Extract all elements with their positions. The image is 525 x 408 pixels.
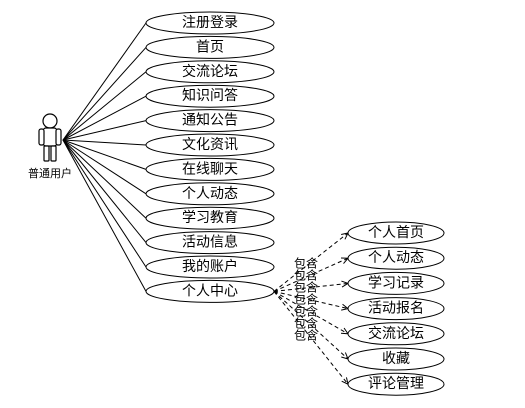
association-line [62,47,147,141]
use-case: 通知公告 [145,109,275,133]
use-case-label: 通知公告 [182,112,238,129]
sub-use-case: 学习记录 [347,271,445,295]
use-case-ellipse [145,279,275,303]
association-line [62,139,147,170]
person-icon [38,113,62,162]
use-case-ellipse [145,60,275,84]
use-case-ellipse [145,157,275,181]
use-case-label: 我的账户 [182,258,238,275]
use-case: 注册登录 [145,11,275,35]
use-case-label: 注册登录 [182,15,238,31]
use-case: 知识问答 [145,84,275,108]
use-case-label: 交流论坛 [182,63,238,80]
include-arrowhead [340,257,350,264]
actor-label: 普通用户 [28,166,72,180]
use-case-ellipse [145,109,275,133]
association-line [62,71,147,141]
use-case: 个人动态 [145,182,275,206]
association-line [62,139,147,243]
sub-use-case-label: 收藏 [382,351,410,367]
use-case-label: 首页 [196,39,224,55]
use-case-label: 学习教育 [182,210,238,226]
use-case: 首页 [145,35,275,59]
use-case: 活动信息 [145,231,275,255]
use-case: 我的账户 [145,255,275,279]
include-relation-line [273,291,349,385]
include-label: 包含 [294,315,318,330]
use-case-label: 个人动态 [182,186,238,202]
include-relation-line [273,282,349,292]
sub-use-case-label: 学习记录 [368,275,424,291]
include-label: 包含 [294,267,318,282]
sub-use-case: 活动报名 [347,297,445,321]
use-case-label: 个人中心 [182,283,238,299]
association-line [62,95,147,141]
sub-use-case: 个人首页 [347,221,445,245]
sub-use-case-label: 个人首页 [368,225,424,241]
use-case-ellipse [145,35,275,59]
association-line [62,139,147,268]
include-label: 包含 [294,291,318,306]
use-case-label: 活动信息 [182,234,238,251]
sub-use-case: 交流论坛 [347,322,445,346]
sub-use-case-ellipse [347,297,445,321]
sub-use-case-ellipse [347,271,445,295]
association-line [62,22,147,141]
use-case-ellipse [145,182,275,206]
include-arrowhead [341,303,350,311]
use-case: 学习教育 [145,206,275,230]
use-case-ellipse [145,133,275,157]
include-label: 包含 [294,303,318,318]
use-case: 在线聊天 [145,157,275,181]
sub-use-case-label: 活动报名 [368,301,424,317]
association-line [62,139,147,292]
association-line [62,120,147,141]
sub-use-case-ellipse [347,347,445,371]
use-case-ellipse [145,255,275,279]
use-case-ellipse [145,11,275,35]
include-relation-line [273,290,349,335]
association-line [62,139,147,195]
association-line [62,139,147,146]
include-label: 包含 [294,255,318,270]
use-case-label: 在线聊天 [182,161,238,177]
use-case-ellipse [145,206,275,230]
sub-use-case-label: 交流论坛 [368,325,424,342]
use-case-ellipse [145,231,275,255]
actor: 普通用户 [28,113,72,180]
association-line [62,139,147,219]
sub-use-case-ellipse [347,322,445,346]
use-case-label: 知识问答 [182,87,238,104]
use-case: 交流论坛 [145,60,275,84]
use-case-label: 文化资讯 [182,137,238,153]
include-relation-line [273,232,349,292]
include-relation-line [273,291,349,360]
sub-use-case: 收藏 [347,347,445,371]
use-case-ellipse [145,84,275,108]
include-label: 包含 [294,327,318,342]
sub-use-case: 个人动态 [347,246,445,270]
use-case: 个人中心 [145,279,275,303]
sub-use-case-ellipse [347,372,445,396]
include-label: 包含 [294,279,318,294]
include-relation-line [273,290,349,310]
sub-use-case-ellipse [347,246,445,270]
sub-use-case-ellipse [347,221,445,245]
sub-use-case-label: 评论管理 [368,376,424,392]
use-case: 文化资讯 [145,133,275,157]
sub-use-case-label: 个人动态 [368,250,424,266]
sub-use-case: 评论管理 [347,372,445,396]
